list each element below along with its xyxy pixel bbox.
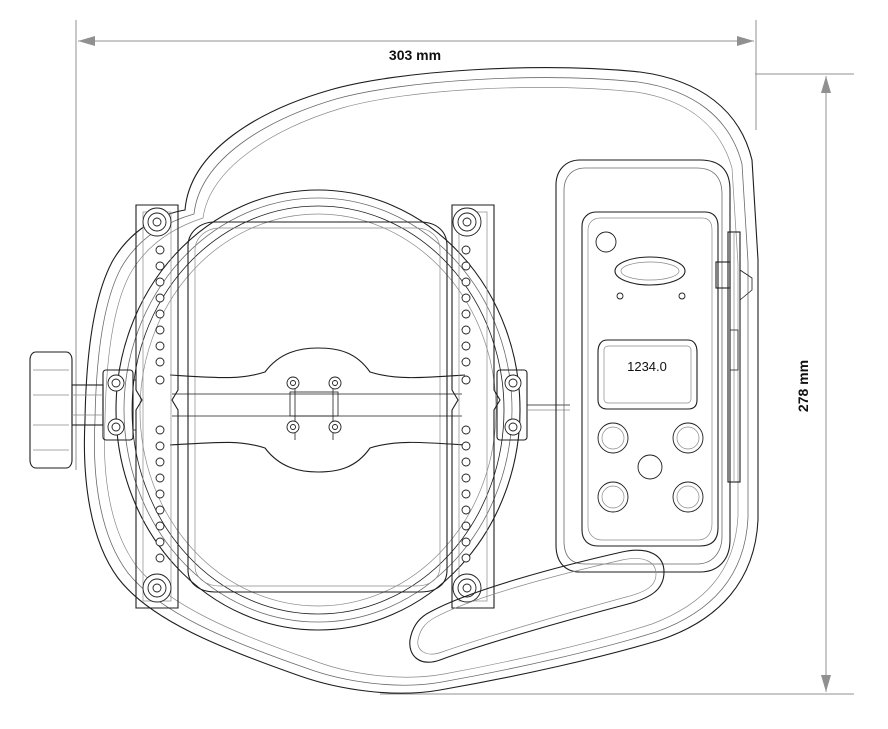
outer-housing [83,67,759,694]
control-panel: 1234.0 [555,159,731,573]
left-rail [102,204,179,609]
panel-button-center[interactable] [637,454,663,480]
panel-button-bottom-left[interactable] [597,481,629,513]
panel-button-top-right[interactable] [672,422,704,454]
arrow-right-icon [737,36,754,46]
right-rail [451,204,570,609]
carry-handle [409,549,665,663]
right-rail-holes [461,245,471,563]
arrow-down-icon [821,675,831,692]
side-knob [29,351,104,469]
side-clip [715,231,753,483]
indicator-light [595,231,617,253]
height-dimension-label: 278 mm [795,360,811,412]
arrow-up-icon [821,76,831,93]
brand-badge [614,256,686,286]
panel-button-top-left[interactable] [597,422,629,454]
readout-display [597,339,698,410]
readout-value: 1234.0 [627,359,667,374]
aperture-window [187,221,448,593]
height-dimension: 278 mm [380,73,854,695]
panel-button-bottom-right[interactable] [672,481,704,513]
width-dimension-label: 303 mm [389,47,441,63]
arrow-left-icon [78,36,95,46]
left-rail-holes [155,245,165,563]
center-crossbar [169,347,466,473]
main-ring [115,189,521,631]
